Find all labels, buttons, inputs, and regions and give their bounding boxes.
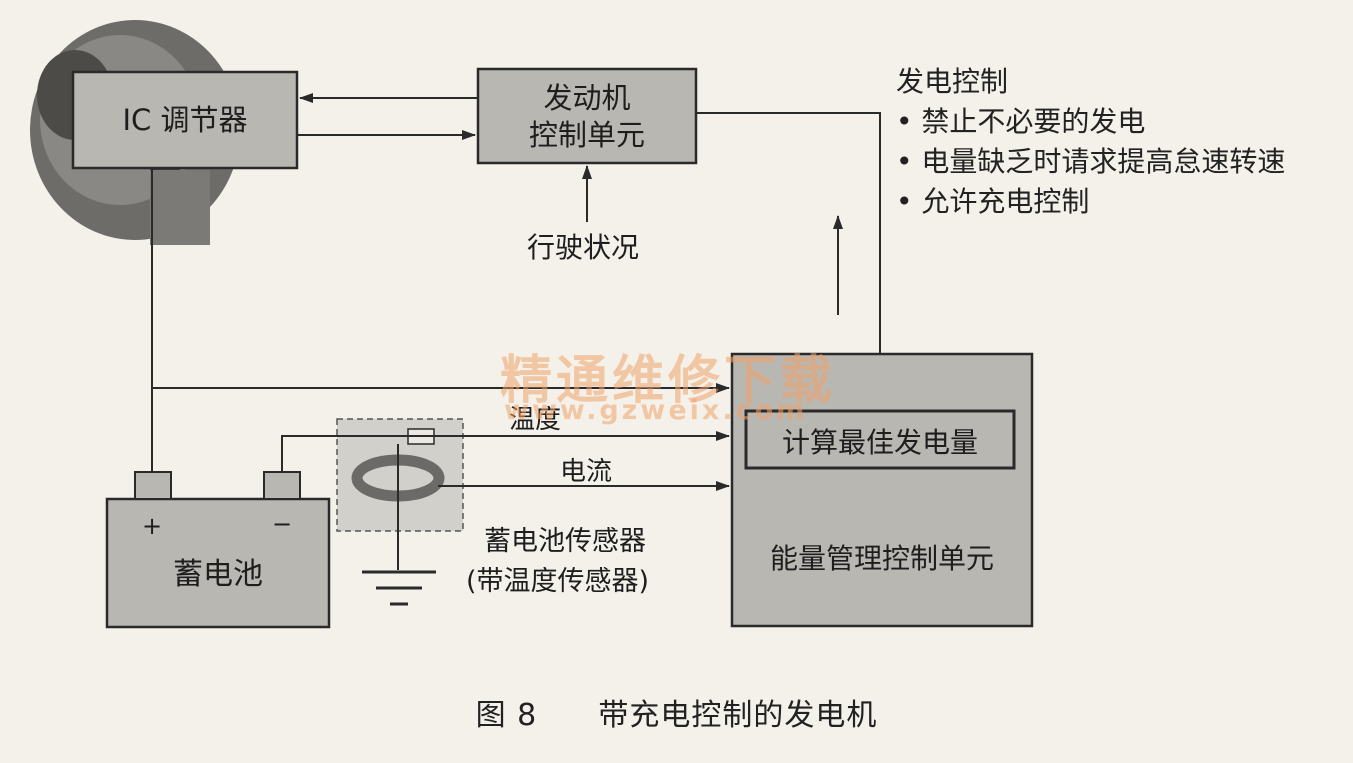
battery-negative-terminal: [263, 471, 301, 500]
ground-icon: [362, 570, 436, 606]
notes-item: • 禁止不必要的发电: [896, 105, 1146, 138]
notes-title: 发电控制: [896, 65, 1009, 98]
notes-item: • 允许充电控制: [896, 185, 1090, 218]
battery-positive-terminal: [134, 471, 172, 500]
energy-mgmt-label: 能量管理控制单元: [769, 542, 994, 575]
calc-optimal-label: 计算最佳发电量: [781, 426, 978, 459]
battery-plus-sign: +: [142, 512, 163, 540]
ic-regulator-box: [71, 70, 299, 170]
figure-caption: 图 8 带充电控制的发电机: [0, 690, 1353, 734]
battery-sensor-label-line1: 蓄电池传感器: [484, 526, 646, 557]
ecu-energy-link: [696, 112, 881, 353]
calc-optimal-box: [744, 409, 1016, 470]
current-label: 电流: [560, 457, 613, 487]
driving-condition-label: 行驶状况: [527, 231, 640, 264]
temperature-line: [281, 431, 730, 472]
energy-mgmt-box: [730, 352, 1034, 628]
watermark-url: www.gzweix.com: [504, 395, 808, 426]
ic-regulator-label: IC 调节器: [122, 103, 248, 137]
battery-minus-sign: −: [272, 510, 293, 538]
engine-ecu-label-line1: 发动机: [543, 81, 631, 115]
figure-title: 带充电控制的发电机: [598, 698, 878, 733]
battery-sensor-label-line2: (带温度传感器): [466, 566, 650, 597]
battery-box: [105, 497, 331, 629]
battery-label: 蓄电池: [173, 557, 263, 592]
watermark-chinese: 精通维修下载: [500, 351, 837, 411]
temperature-label: 温度: [509, 405, 562, 435]
engine-ecu-box: [476, 67, 698, 165]
generation-control-notes: 发电控制 • 禁止不必要的发电 • 电量缺乏时请求提高怠速转速 • 允许充电控制: [896, 62, 1285, 222]
engine-ecu-label-line2: 控制单元: [528, 118, 645, 152]
notes-item: • 电量缺乏时请求提高怠速转速: [896, 145, 1286, 178]
figure-number: 图 8: [475, 698, 538, 733]
